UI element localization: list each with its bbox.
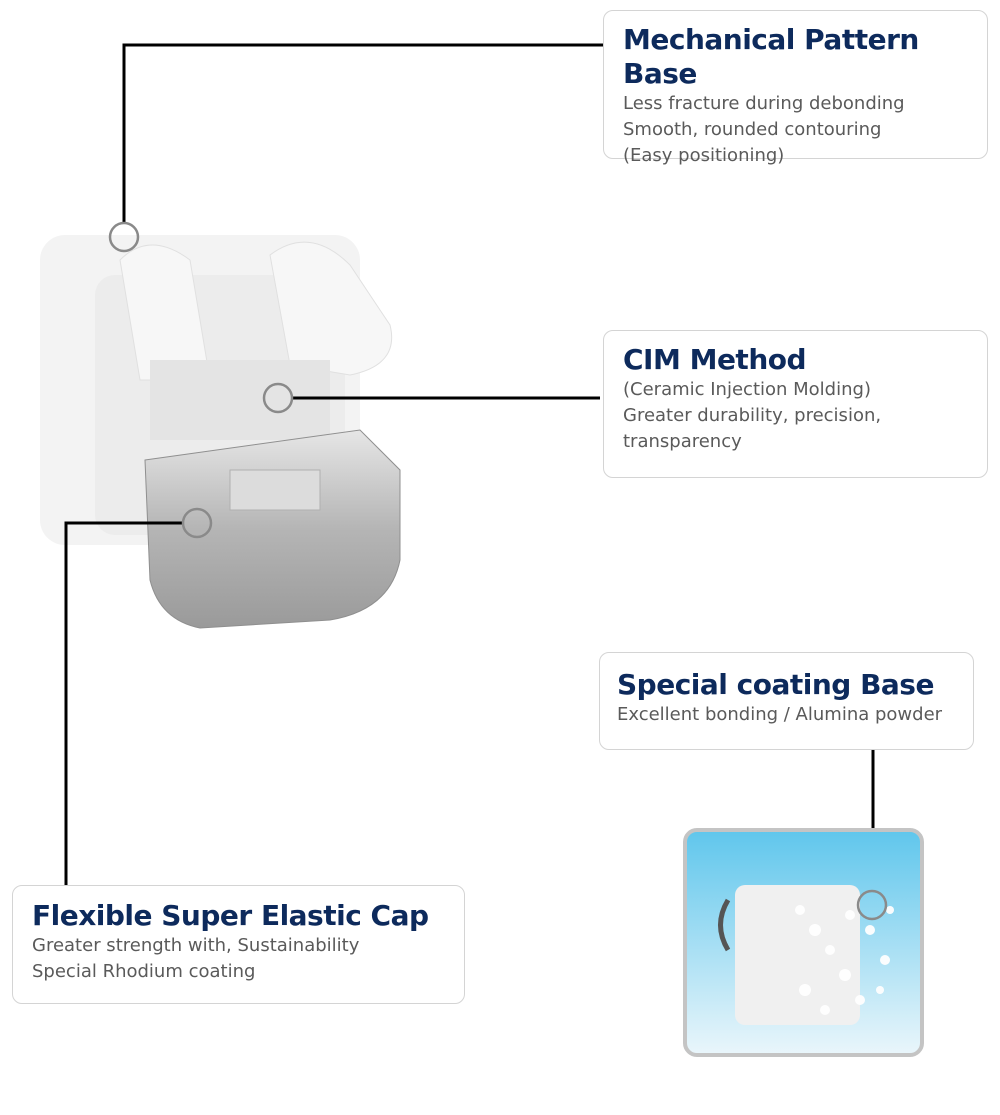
- marker-mechanical: [108, 221, 140, 253]
- callout-line: Greater strength with, Sustainability: [32, 935, 360, 956]
- callout-line: (Easy positioning): [623, 145, 785, 166]
- callout-line: Smooth, rounded contouring: [623, 119, 882, 140]
- callout-line: Excellent bonding / Alumina powder: [617, 704, 943, 725]
- callout-mechanical-pattern-base: Mechanical Pattern Base Less fracture du…: [603, 10, 988, 166]
- callout-line: Less fracture during debonding: [623, 93, 905, 114]
- callout-line: Special Rhodium coating: [32, 961, 256, 982]
- ceramic-bracket-image: [40, 235, 401, 629]
- callout-title: Flexible Super Elastic Cap: [32, 899, 429, 932]
- callout-special-coating-base: Special coating Base Excellent bonding /…: [599, 652, 974, 750]
- marker-cap: [181, 507, 213, 539]
- callout-cim-method: CIM Method (Ceramic Injection Molding) G…: [603, 330, 988, 478]
- callout-line: transparency: [623, 431, 742, 452]
- callout-flexible-super-elastic-cap: Flexible Super Elastic Cap Greater stren…: [12, 885, 465, 1004]
- callout-line: (Ceramic Injection Molding): [623, 379, 871, 400]
- callout-title: Mechanical Pattern Base: [623, 23, 919, 90]
- marker-cim: [262, 382, 294, 414]
- marker-circles: [108, 221, 294, 539]
- marker-coating: [856, 889, 888, 921]
- callout-line: Greater durability, precision,: [623, 405, 882, 426]
- coating-inset-image: [683, 828, 924, 1057]
- callout-title: CIM Method: [623, 343, 807, 376]
- callout-title: Special coating Base: [617, 668, 934, 701]
